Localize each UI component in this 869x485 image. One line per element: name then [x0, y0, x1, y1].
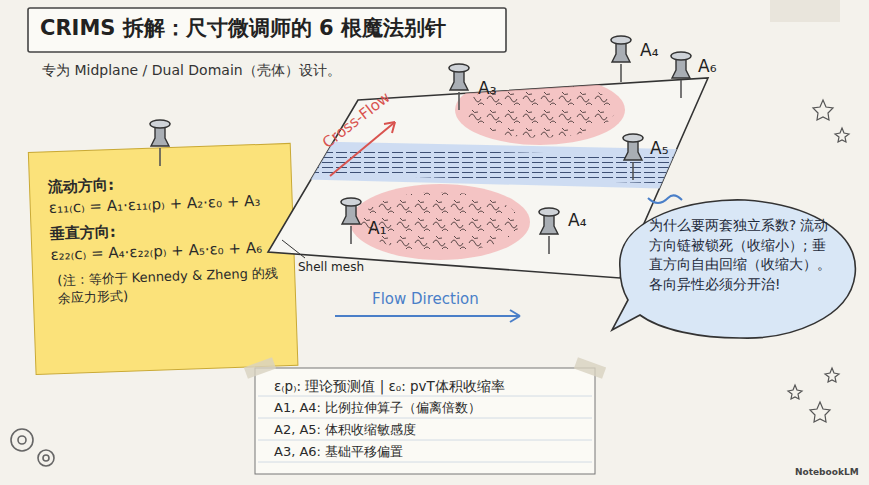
- node-text: A3, A6: 基础平移偏置: [274, 441, 582, 463]
- node-text: A2, A5: 体积收缩敏感度: [274, 419, 582, 441]
- pin-label: A₆: [698, 56, 716, 76]
- speech-bubble-text: 为什么要两套独立系数? 流动方向链被锁死（收缩小）; 垂直方向自由回缩（收缩大）…: [645, 212, 840, 298]
- node-text: (注：等价于 Kennedy & Zheng 的残余应力形式): [51, 264, 282, 307]
- sticky-note: [28, 143, 298, 374]
- push-pin: [150, 120, 170, 166]
- title-text: CRIMS 拆解：尺寸微调师的 6 根魔法别针: [40, 14, 446, 42]
- node-text: ε₍p₎: 理论预测值 | ε₀: pvT体积收缩率: [274, 375, 582, 397]
- axis-label: Flow Direction: [372, 290, 479, 308]
- sticky-note-text: 流动方向:ε₁₁₍c₎ = A₁·ε₁₁₍p₎ + A₂·ε₀ + A₃垂直方向…: [37, 156, 292, 318]
- pin-label: A₁: [368, 218, 386, 238]
- title-box: [28, 8, 506, 52]
- legend-note: ε₍p₎: 理论预测值 | ε₀: pvT体积收缩率A1, A4: 比例拉伸算子…: [268, 372, 588, 466]
- pin-label: A₄: [640, 40, 658, 60]
- part-label: Shell mesh: [296, 260, 366, 274]
- node-text: A1, A4: 比例拉伸算子（偏离倍数）: [274, 397, 582, 419]
- node-text: 为什么要两套独立系数? 流动方向链被锁死（收缩小）; 垂直方向自由回缩（收缩大）…: [649, 216, 836, 294]
- pin-label: A₃: [478, 78, 496, 98]
- axis-label: Cross-Flow: [319, 88, 394, 152]
- watermark: NotebookLM: [795, 467, 859, 477]
- speech-bubble: [612, 200, 855, 338]
- pin-label: A₄: [568, 210, 586, 230]
- subtitle: 专为 Midplane / Dual Domain（壳体）设计。: [42, 62, 341, 80]
- pin-label: A₅: [650, 138, 668, 158]
